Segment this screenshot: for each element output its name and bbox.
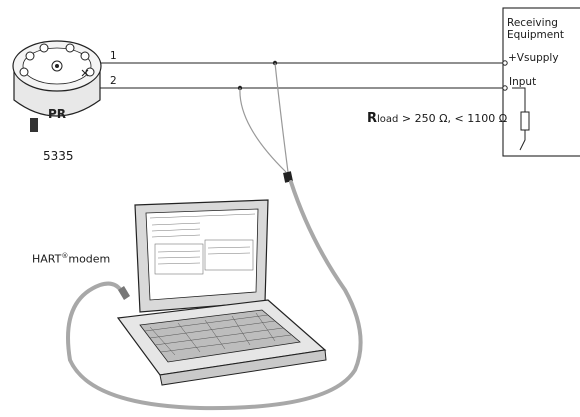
hart-cable	[66, 180, 363, 411]
hart-registered: ®	[61, 252, 69, 260]
hart-lead-1	[274, 62, 289, 173]
hart-modem-label: HART®modem	[32, 252, 110, 266]
transmitter-head-icon: PR	[12, 40, 102, 132]
device-label: 5335	[43, 149, 74, 163]
receiving-equipment-title: Receiving Equipment	[507, 17, 564, 41]
receiving-equipment-box	[502, 7, 580, 157]
terminal-input-label: Input	[509, 76, 537, 88]
rload-label: Rload > 250 Ω, < 1100 Ω	[367, 111, 507, 126]
cable-connector	[283, 171, 293, 183]
terminal-supply	[502, 60, 508, 66]
hart-text: HART	[32, 252, 62, 266]
hart-lead-2	[239, 87, 287, 173]
device-logo: PR	[48, 107, 66, 121]
resistor-icon	[512, 87, 530, 151]
receiving-title-line1: Receiving	[507, 17, 558, 29]
receiving-title-line2: Equipment	[507, 29, 564, 41]
rload-subscript: load	[377, 114, 399, 125]
terminal-supply-label: +Vsupply	[508, 52, 559, 64]
modem-clip-icon	[118, 286, 130, 300]
terminal-input	[502, 85, 508, 91]
wire-label-2: 2	[110, 75, 117, 87]
hart-suffix: modem	[68, 252, 111, 266]
wire-label-1: 1	[110, 50, 117, 62]
rload-constraint: > 250 Ω, < 1100 Ω	[398, 112, 508, 125]
laptop-icon	[116, 199, 327, 386]
rload-symbol: R	[367, 111, 378, 126]
